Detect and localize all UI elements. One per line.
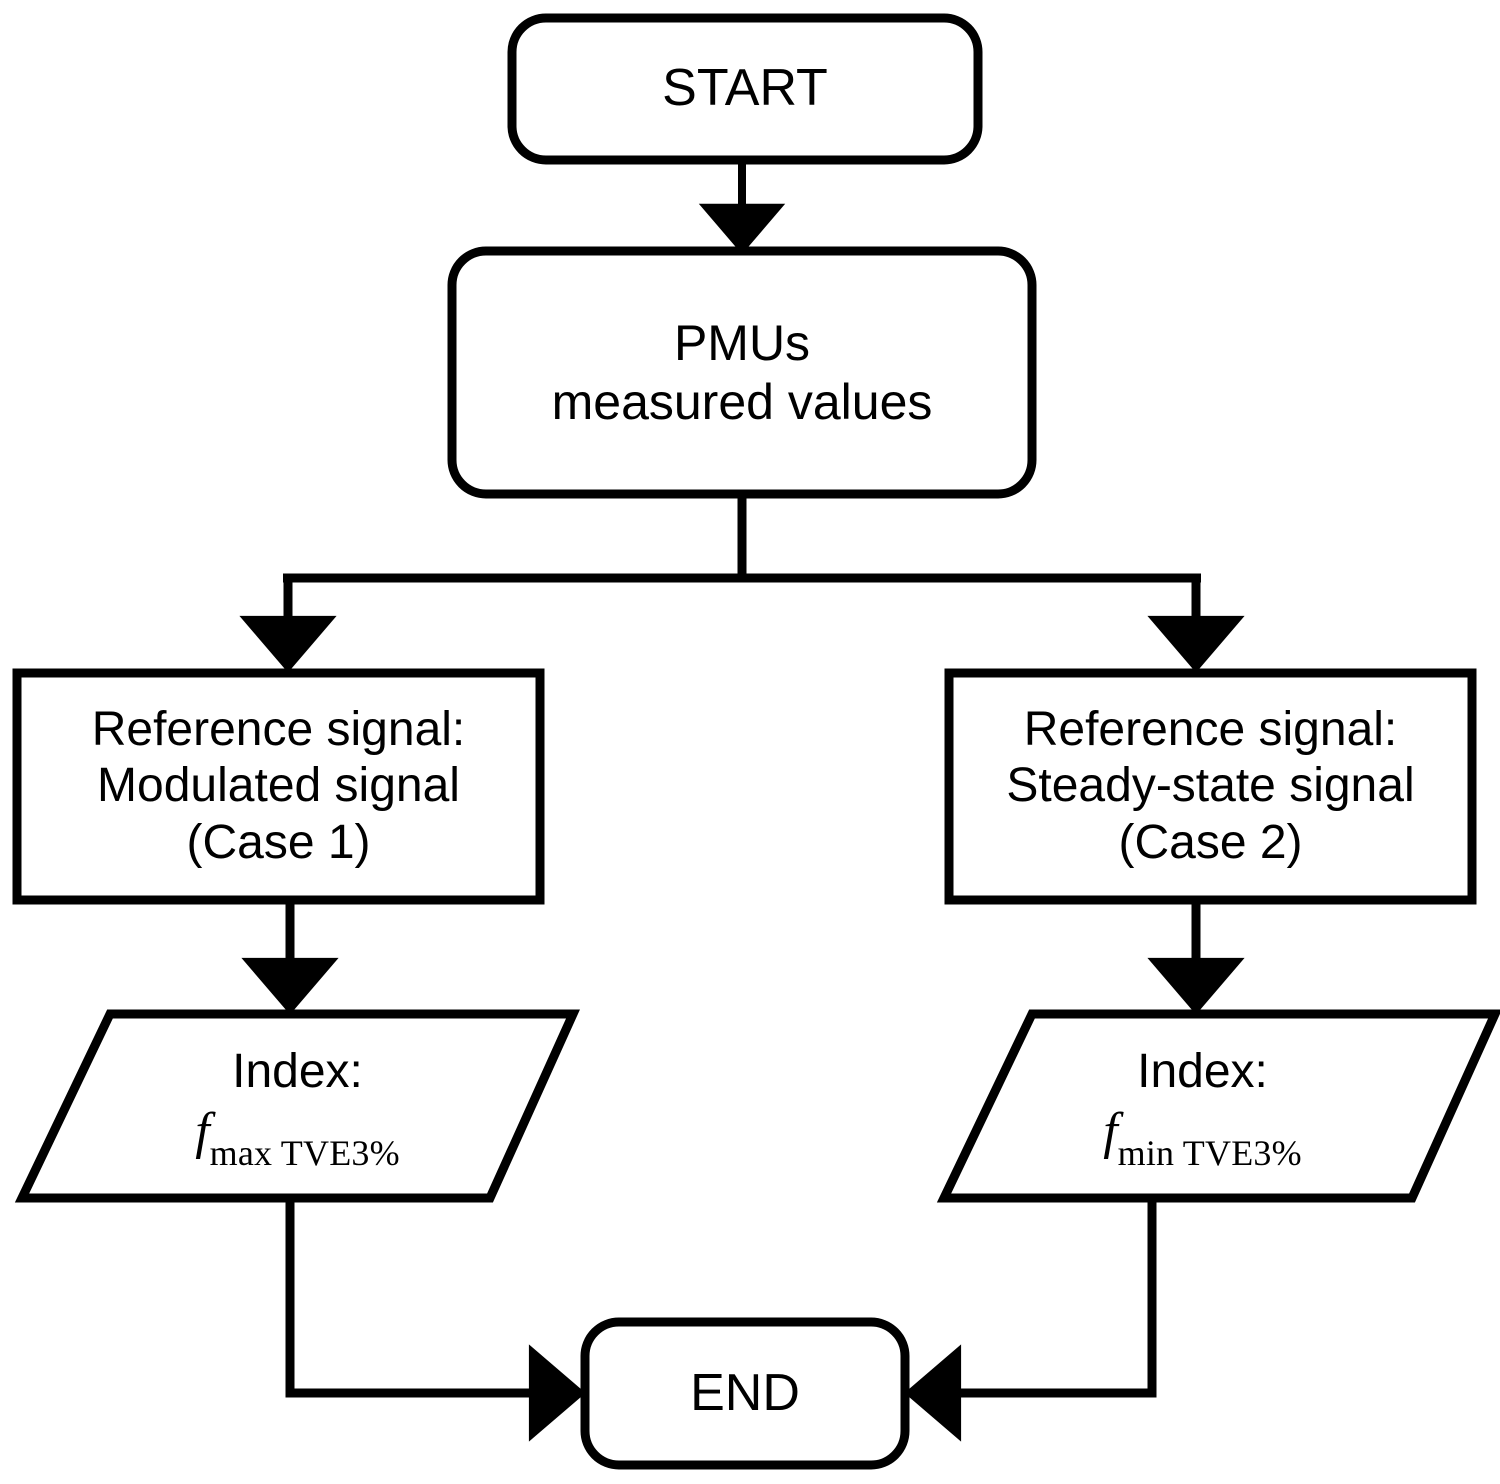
node-case1-shape[interactable] — [12, 668, 545, 905]
node-index2-shape[interactable] — [936, 1009, 1500, 1203]
node-start-shape[interactable] — [507, 13, 983, 165]
node-index1-shape[interactable] — [14, 1009, 580, 1203]
node-case2-shape[interactable] — [944, 668, 1477, 905]
edge-index1-to-end — [285, 1198, 586, 1442]
node-end-shape[interactable] — [580, 1317, 910, 1470]
node-pmus-shape[interactable] — [447, 246, 1037, 499]
edge-index2-to-end — [904, 1198, 1157, 1442]
